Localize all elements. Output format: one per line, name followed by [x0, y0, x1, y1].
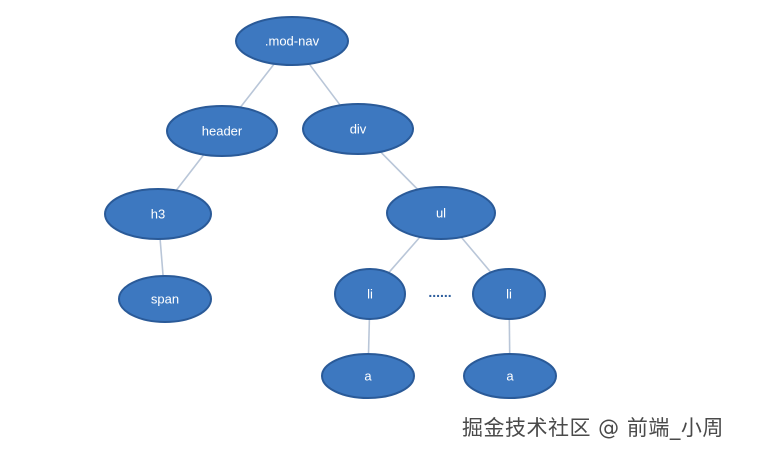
node-label-li-1: li	[367, 287, 373, 302]
node-shape-mod-nav	[235, 16, 349, 66]
node-mod-nav: .mod-nav	[235, 16, 349, 66]
node-label-li-2: li	[506, 287, 512, 302]
node-shape-ul	[386, 186, 496, 240]
edge-header-to-h3	[175, 154, 205, 191]
node-label-header: header	[202, 124, 243, 139]
watermark-text: 掘金技术社区 @ 前端_小周	[462, 416, 724, 440]
edge-mod-nav-to-header	[239, 63, 275, 108]
node-label-a-1: a	[364, 369, 372, 384]
edges-layer	[159, 63, 511, 355]
node-shape-a-1	[321, 353, 415, 399]
edge-mod-nav-to-div	[308, 63, 341, 106]
node-shape-li-2	[472, 268, 546, 320]
node-shape-span	[118, 275, 212, 323]
node-label-h3: h3	[151, 207, 165, 222]
node-shape-h3	[104, 188, 212, 240]
node-div: div	[302, 103, 414, 155]
node-label-div: div	[350, 122, 367, 137]
node-shape-a-2	[463, 353, 557, 399]
node-label-ul: ul	[436, 206, 446, 221]
node-label-mod-nav: .mod-nav	[265, 34, 320, 49]
node-ul: ul	[386, 186, 496, 240]
edge-ul-to-li-2	[460, 236, 492, 273]
node-label-span: span	[151, 292, 179, 307]
node-li-2: li	[472, 268, 546, 320]
edge-ul-to-li-1	[387, 236, 421, 274]
node-header: header	[166, 105, 278, 157]
edge-h3-to-span	[159, 238, 164, 277]
node-span: span	[118, 275, 212, 323]
node-h3: h3	[104, 188, 212, 240]
node-shape-header	[166, 105, 278, 157]
node-shape-div	[302, 103, 414, 155]
nodes-layer: .mod-nav header div h3 span ul li li a a	[104, 16, 557, 399]
node-shape-li-1	[334, 268, 406, 320]
node-a-2: a	[463, 353, 557, 399]
sibling-ellipsis: ......	[428, 284, 451, 300]
edge-li-1-to-a-1	[367, 318, 371, 355]
node-label-a-2: a	[506, 369, 514, 384]
node-li-1: li	[334, 268, 406, 320]
edge-div-to-ul	[379, 151, 419, 191]
node-a-1: a	[321, 353, 415, 399]
